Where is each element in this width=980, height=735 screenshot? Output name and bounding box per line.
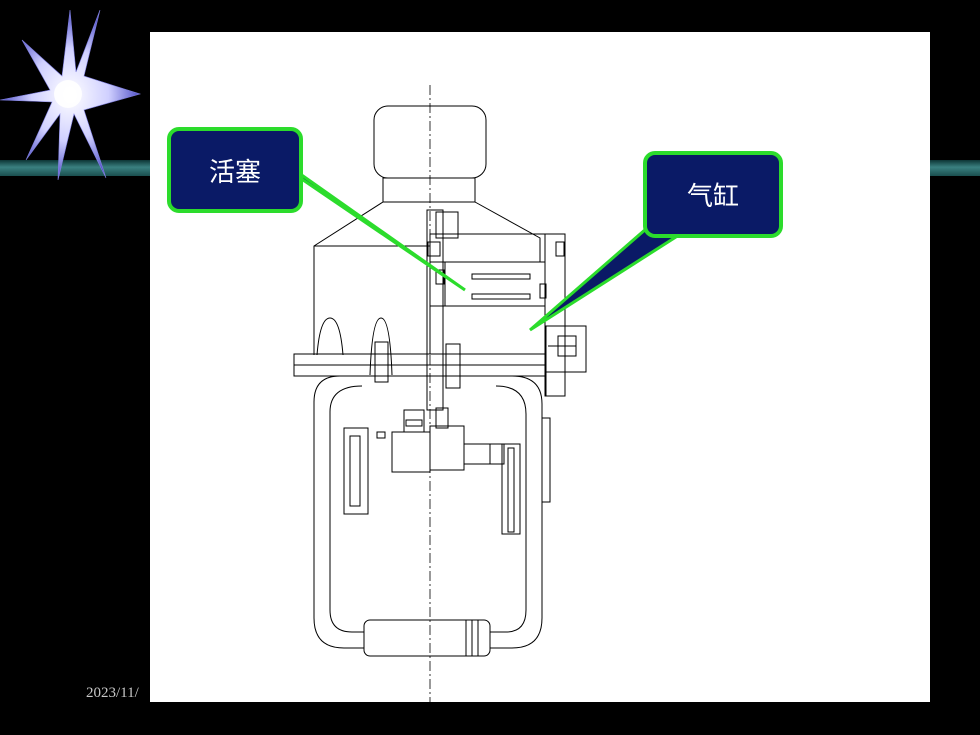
callout-piston: 活塞 [167,127,303,213]
callout-pointer-piston [284,162,466,292]
slide-date: 2023/11/ [86,685,139,701]
header-bar-right [930,160,980,176]
callout-cylinder: 气缸 [643,151,783,238]
header-bar-left [0,160,150,176]
callout-piston-label: 活塞 [208,157,261,188]
callout-cylinder-label: 气缸 [686,182,739,212]
star-burst-icon [0,10,142,180]
